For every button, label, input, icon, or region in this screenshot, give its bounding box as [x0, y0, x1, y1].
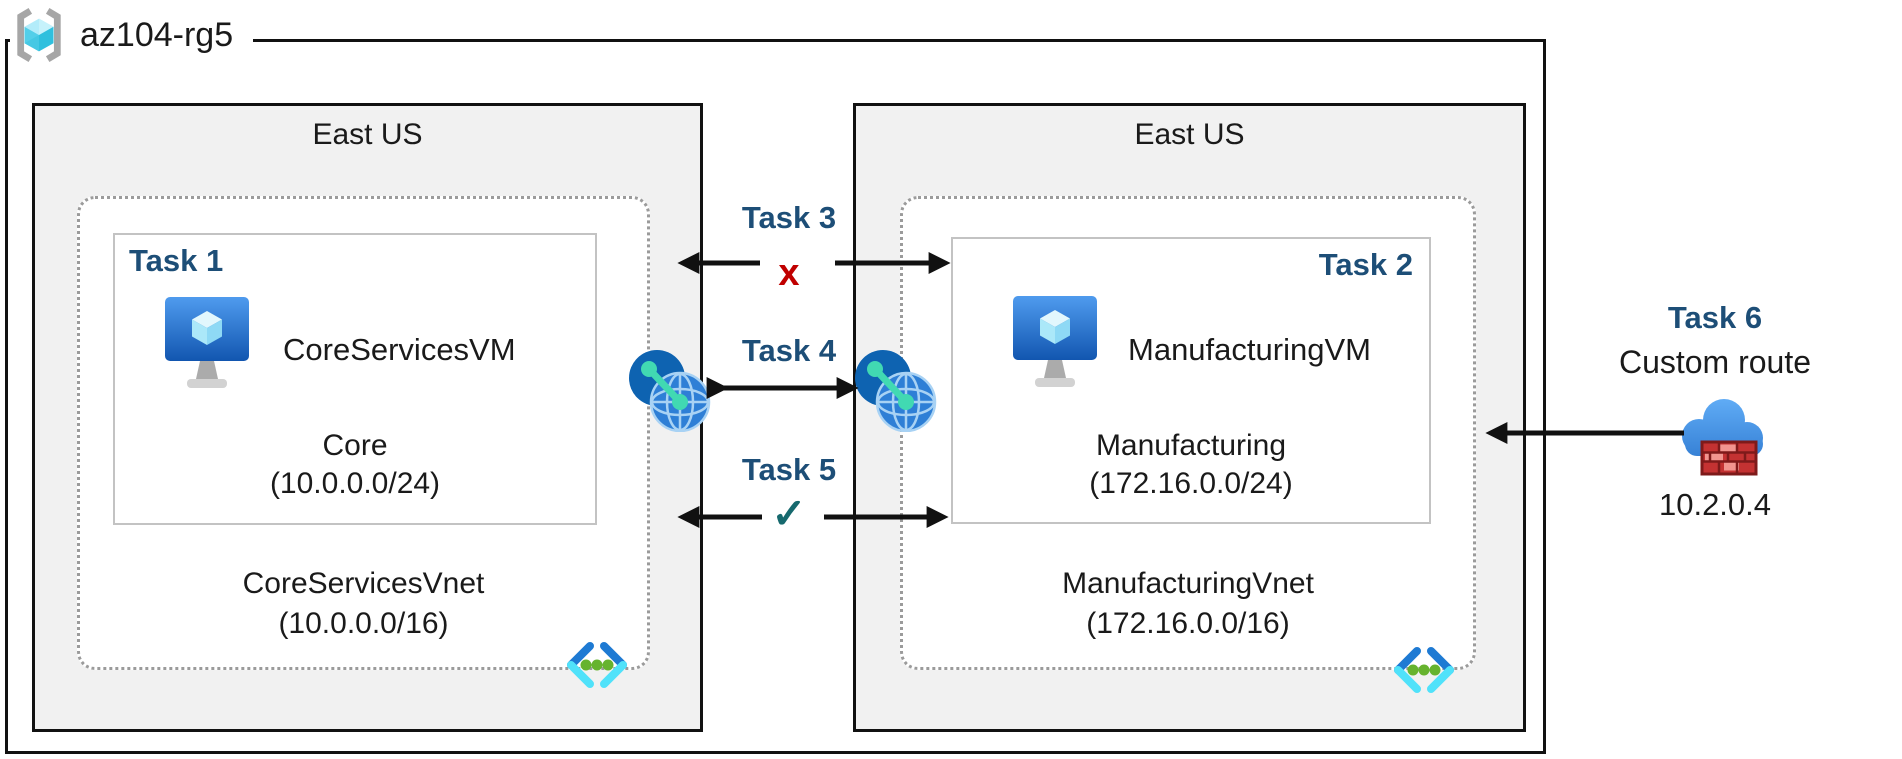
blocked-mark: x [778, 252, 800, 294]
virtual-network-icon [1394, 647, 1454, 693]
vnet-cidr: (172.16.0.0/16) [1086, 607, 1290, 640]
subnet-cidr: (172.16.0.0/24) [1089, 467, 1293, 500]
task4-label: Task 4 [741, 333, 837, 368]
region-right-title: East US [1134, 118, 1245, 151]
virtual-machine-icon [1013, 296, 1097, 387]
vnet-peering-icon [629, 350, 711, 432]
vnet-name: CoreServicesVnet [242, 567, 485, 600]
task6-label: Task 6 [1667, 300, 1763, 335]
virtual-network-icon [567, 642, 627, 688]
vnet-cidr: (10.0.0.0/16) [278, 607, 449, 640]
subnet-cidr: (10.0.0.0/24) [269, 467, 441, 500]
region-right: East US Task 2 ManufacturingVM Manufactu… [853, 103, 1526, 732]
firewall-bricks [1700, 440, 1758, 476]
vnet-name: ManufacturingVnet [1062, 567, 1314, 600]
custom-route-title: Custom route [1618, 344, 1812, 380]
task2-label: Task 2 [1318, 247, 1413, 282]
manufacturing-subnet-box: Task 2 ManufacturingVM Manufacturing (17… [951, 237, 1431, 524]
firewall-cloud-icon [1682, 399, 1763, 476]
task1-label: Task 1 [129, 243, 224, 278]
subnet-name: Manufacturing [1095, 429, 1287, 462]
region-left: East US Task 1 CoreServicesVM Core [32, 103, 703, 732]
task5-label: Task 5 [741, 452, 837, 487]
custom-route-ip: 10.2.0.4 [1658, 487, 1772, 522]
vm-name: CoreServicesVM [283, 332, 516, 367]
vm-name: ManufacturingVM [1128, 332, 1371, 367]
resource-group-name: az104-rg5 [80, 15, 234, 54]
core-subnet-box: Task 1 CoreServicesVM Core (10.0.0.0/24) [113, 233, 597, 525]
subnet-name: Core [322, 429, 388, 462]
resource-group-icon [17, 7, 61, 63]
task3-label: Task 3 [741, 200, 837, 235]
region-left-title: East US [312, 118, 423, 151]
resource-group-header: az104-rg5 [10, 4, 254, 66]
allowed-mark: ✓ [771, 490, 807, 537]
virtual-machine-icon [165, 297, 249, 388]
vnet-peering-icon [855, 350, 937, 432]
